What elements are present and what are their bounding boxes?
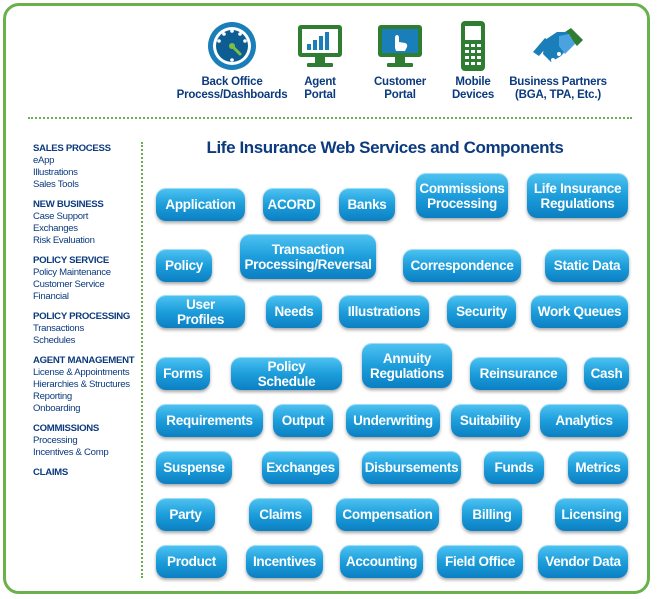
- sidebar-section-policy-service: POLICY SERVICE Policy Maintenance Custom…: [33, 255, 143, 303]
- sidebar-section-sales-process: SALES PROCESS eApp Illustrations Sales T…: [33, 143, 143, 191]
- component-requirements[interactable]: Requirements: [156, 404, 263, 437]
- monitor-hand-icon: [370, 18, 430, 74]
- component-work-queues[interactable]: Work Queues: [531, 295, 628, 328]
- component-underwriting[interactable]: Underwriting: [346, 404, 440, 437]
- component-funds[interactable]: Funds: [484, 451, 544, 484]
- component-security[interactable]: Security: [447, 295, 516, 328]
- component-accounting[interactable]: Accounting: [340, 545, 423, 578]
- sidebar-item[interactable]: Case Support: [33, 211, 89, 222]
- vertical-divider: [141, 142, 143, 578]
- sidebar-item[interactable]: License & Appointments: [33, 367, 130, 378]
- component-static-data[interactable]: Static Data: [545, 249, 629, 282]
- sidebar-item[interactable]: Schedules: [33, 335, 76, 346]
- component-reinsurance[interactable]: Reinsurance: [470, 357, 567, 390]
- component-analytics[interactable]: Analytics: [540, 404, 628, 437]
- sidebar-section-agent-management: AGENT MANAGEMENT License & Appointments …: [33, 355, 143, 415]
- sidebar: SALES PROCESS eApp Illustrations Sales T…: [33, 143, 143, 487]
- sidebar-item[interactable]: Financial: [33, 291, 69, 302]
- component-incentives[interactable]: Incentives: [246, 545, 323, 578]
- component-policy-schedule[interactable]: Policy Schedule: [231, 357, 342, 390]
- sidebar-heading[interactable]: POLICY PROCESSING: [33, 311, 131, 322]
- main-title: Life Insurance Web Services and Componen…: [206, 138, 564, 157]
- component-suitability[interactable]: Suitability: [451, 404, 530, 437]
- sidebar-item[interactable]: Hierarchies & Structures: [33, 379, 130, 390]
- sidebar-section-new-business: NEW BUSINESS Case Support Exchanges Risk…: [33, 199, 143, 247]
- sidebar-heading[interactable]: CLAIMS: [33, 467, 68, 478]
- sidebar-item[interactable]: Illustrations: [33, 167, 78, 178]
- sidebar-heading[interactable]: POLICY SERVICE: [33, 255, 109, 266]
- sidebar-section-policy-processing: POLICY PROCESSING Transactions Schedules: [33, 311, 143, 347]
- component-suspense[interactable]: Suspense: [156, 451, 232, 484]
- dashboard-gauge-icon: [202, 18, 262, 74]
- component-exchanges[interactable]: Exchanges: [262, 451, 339, 484]
- component-correspondence[interactable]: Correspondence: [403, 249, 521, 282]
- component-cash[interactable]: Cash: [584, 357, 629, 390]
- sidebar-item[interactable]: Reporting: [33, 391, 72, 402]
- component-party[interactable]: Party: [156, 498, 215, 531]
- component-policy[interactable]: Policy: [156, 249, 212, 282]
- component-needs[interactable]: Needs: [266, 295, 322, 328]
- sidebar-section-commissions: COMMISSIONS Processing Incentives & Comp: [33, 423, 143, 459]
- horizontal-divider: [28, 117, 632, 119]
- sidebar-item[interactable]: Risk Evaluation: [33, 235, 95, 246]
- sidebar-item[interactable]: Exchanges: [33, 223, 78, 234]
- component-illustrations[interactable]: Illustrations: [339, 295, 429, 328]
- top-item-business-partners[interactable]: Business Partners(BGA, TPA, Etc.): [498, 18, 618, 102]
- mobile-phone-icon: [443, 18, 503, 74]
- sidebar-item[interactable]: Transactions: [33, 323, 84, 334]
- component-claims[interactable]: Claims: [249, 498, 312, 531]
- sidebar-item[interactable]: eApp: [33, 155, 55, 166]
- outer-frame: [3, 3, 650, 594]
- component-metrics[interactable]: Metrics: [568, 451, 628, 484]
- component-acord[interactable]: ACORD: [263, 188, 320, 221]
- component-application[interactable]: Application: [156, 188, 245, 221]
- component-vendor-data[interactable]: Vendor Data: [538, 545, 628, 578]
- component-banks[interactable]: Banks: [339, 188, 395, 221]
- component-field-office[interactable]: Field Office: [437, 545, 523, 578]
- sidebar-heading[interactable]: NEW BUSINESS: [33, 199, 104, 210]
- monitor-chart-icon: [290, 18, 350, 74]
- component-licensing[interactable]: Licensing: [555, 498, 628, 531]
- sidebar-item[interactable]: Incentives & Comp: [33, 447, 109, 458]
- component-disbursements[interactable]: Disbursements: [362, 451, 461, 484]
- sidebar-item[interactable]: Policy Maintenance: [33, 267, 111, 278]
- component-product[interactable]: Product: [156, 545, 227, 578]
- component-forms[interactable]: Forms: [156, 357, 210, 390]
- sidebar-heading[interactable]: AGENT MANAGEMENT: [33, 355, 135, 366]
- component-user-profiles[interactable]: User Profiles: [156, 295, 245, 328]
- sidebar-item[interactable]: Onboarding: [33, 403, 81, 414]
- sidebar-item[interactable]: Customer Service: [33, 279, 105, 290]
- sidebar-section-claims: CLAIMS: [33, 467, 143, 479]
- sidebar-heading[interactable]: COMMISSIONS: [33, 423, 99, 434]
- sidebar-item[interactable]: Processing: [33, 435, 78, 446]
- top-item-label: Business Partners(BGA, TPA, Etc.): [509, 76, 607, 101]
- component-output[interactable]: Output: [273, 404, 333, 437]
- sidebar-heading[interactable]: SALES PROCESS: [33, 143, 111, 154]
- handshake-icon: [528, 18, 588, 74]
- component-billing[interactable]: Billing: [462, 498, 522, 531]
- sidebar-item[interactable]: Sales Tools: [33, 179, 79, 190]
- component-compensation[interactable]: Compensation: [336, 498, 439, 531]
